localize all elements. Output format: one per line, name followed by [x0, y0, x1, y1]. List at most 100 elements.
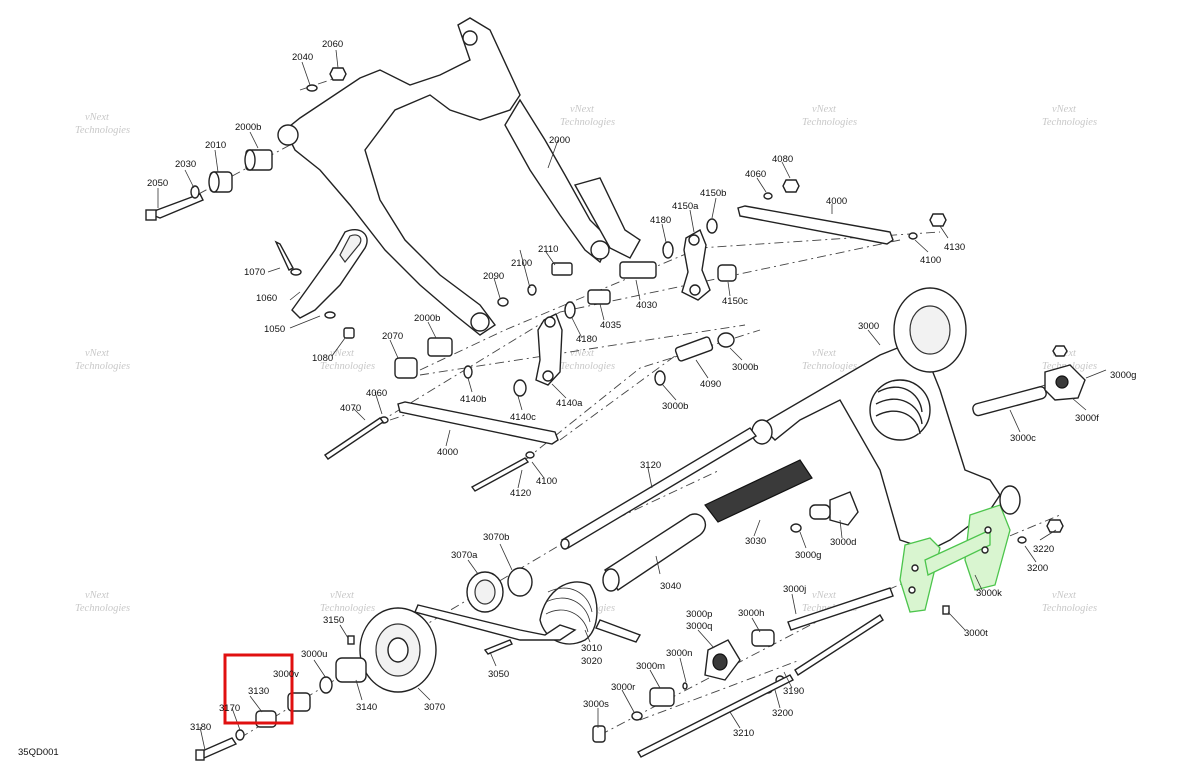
- watermark-line: vNext: [812, 104, 837, 115]
- part-label: 2030: [175, 159, 196, 170]
- watermark-line: Technologies: [75, 125, 130, 136]
- part-label: 3000p: [686, 609, 712, 620]
- part-label: 3000n: [666, 648, 692, 659]
- part-label: 2110: [538, 244, 558, 255]
- part-label: 3000s: [583, 699, 609, 710]
- part-label: 1050: [264, 324, 285, 335]
- part-label: 4100: [920, 255, 941, 266]
- part-label: 3000v: [273, 669, 299, 680]
- tie-rods-4000: [323, 179, 947, 492]
- watermark-line: Technologies: [320, 361, 375, 372]
- part-label: 3130: [248, 686, 269, 697]
- part-label: 3000b: [732, 362, 758, 373]
- part-label: 2050: [147, 178, 168, 189]
- part-label: 3120: [640, 460, 661, 471]
- part-label: 3000u: [301, 649, 327, 660]
- part-label: 3220: [1033, 544, 1054, 555]
- lower-hardware: [592, 587, 894, 758]
- watermark-line: vNext: [812, 590, 837, 601]
- part-label: 4080: [772, 154, 793, 165]
- part-label: 3170: [219, 703, 240, 714]
- part-label: 4130: [944, 242, 965, 253]
- part-label: 4100: [536, 476, 557, 487]
- part-label: 3000b: [662, 401, 688, 412]
- part-label: 3210: [733, 728, 754, 739]
- part-label: 4060: [745, 169, 766, 180]
- part-label: 4090: [700, 379, 721, 390]
- part-label: 3180: [190, 722, 211, 733]
- wheel-3070: [195, 607, 437, 761]
- watermark-line: vNext: [812, 348, 837, 359]
- part-label: 3070b: [483, 532, 509, 543]
- part-label: 3200: [1027, 563, 1048, 574]
- highlight-box: [223, 653, 294, 725]
- part-label: 3000: [858, 321, 879, 332]
- part-label: 4000: [826, 196, 847, 207]
- watermark-line: Technologies: [560, 117, 615, 128]
- pivot-hardware-top-left: [145, 67, 347, 221]
- watermark-line: Technologies: [802, 117, 857, 128]
- part-label: 2100: [511, 258, 532, 269]
- part-label: 3190: [783, 686, 804, 697]
- watermark-line: Technologies: [560, 361, 615, 372]
- watermark-line: Technologies: [1042, 117, 1097, 128]
- part-label: 4180: [576, 334, 597, 345]
- watermark-line: Technologies: [802, 361, 857, 372]
- watermark-line: vNext: [330, 348, 355, 359]
- watermark-line: vNext: [570, 348, 595, 359]
- part-label: 3000k: [976, 588, 1002, 599]
- part-label: 4030: [636, 300, 657, 311]
- part-label: 3150: [323, 615, 344, 626]
- watermark-line: Technologies: [75, 603, 130, 614]
- pivot-bushings-middle: [394, 218, 737, 397]
- part-label: 4035: [600, 320, 621, 331]
- diagram-code: 35QD001: [18, 747, 59, 758]
- part-label: 4000: [437, 447, 458, 458]
- watermark-line: vNext: [85, 112, 110, 123]
- part-label: 4060: [366, 388, 387, 399]
- strap-1050: [274, 229, 368, 339]
- part-label: 2070: [382, 331, 403, 342]
- part-label: 3000d: [830, 537, 856, 548]
- part-label: 4140c: [510, 412, 536, 423]
- part-label: 3000f: [1075, 413, 1099, 424]
- part-label: 1080: [312, 353, 333, 364]
- part-label: 3000c: [1010, 433, 1036, 444]
- part-label: 4070: [340, 403, 361, 414]
- part-label: 4150a: [672, 201, 699, 212]
- watermark-line: vNext: [85, 590, 110, 601]
- upper-arm-2000: [277, 17, 641, 336]
- part-labels: 2060 2040 2000b 2010 2030 2050 2000 1070…: [147, 39, 1136, 739]
- rear-arm-3000: [751, 287, 1086, 551]
- part-label: 3050: [488, 669, 509, 680]
- watermark-line: vNext: [1052, 104, 1077, 115]
- part-label: 4150c: [722, 296, 748, 307]
- watermark-line: Technologies: [75, 361, 130, 372]
- part-label: 3200: [772, 708, 793, 719]
- part-label: 2060: [322, 39, 343, 50]
- part-label: 3000g: [1110, 370, 1136, 381]
- part-label: 1070: [244, 267, 265, 278]
- part-label: 3000q: [686, 621, 712, 632]
- part-label: 4140b: [460, 394, 486, 405]
- part-label: 3010: [581, 643, 602, 654]
- part-label: 3030: [745, 536, 766, 547]
- part-label: 4150b: [700, 188, 726, 199]
- part-label: 3000g: [795, 550, 821, 561]
- part-label: 3000t: [964, 628, 988, 639]
- part-label: 3070a: [451, 550, 478, 561]
- part-label: 3020: [581, 656, 602, 667]
- part-label: 3000h: [738, 608, 764, 619]
- part-label: 4140a: [556, 398, 583, 409]
- part-label: 2000b: [414, 313, 440, 324]
- torsion-spring: [414, 567, 642, 655]
- part-label: 2090: [483, 271, 504, 282]
- leader-lines: [157, 49, 1107, 751]
- part-label: 2010: [205, 140, 226, 151]
- watermark-line: vNext: [1052, 590, 1077, 601]
- part-label: 3140: [356, 702, 377, 713]
- shafts-middle: [560, 427, 859, 592]
- part-label: 3000r: [611, 682, 635, 693]
- part-label: 2040: [292, 52, 313, 63]
